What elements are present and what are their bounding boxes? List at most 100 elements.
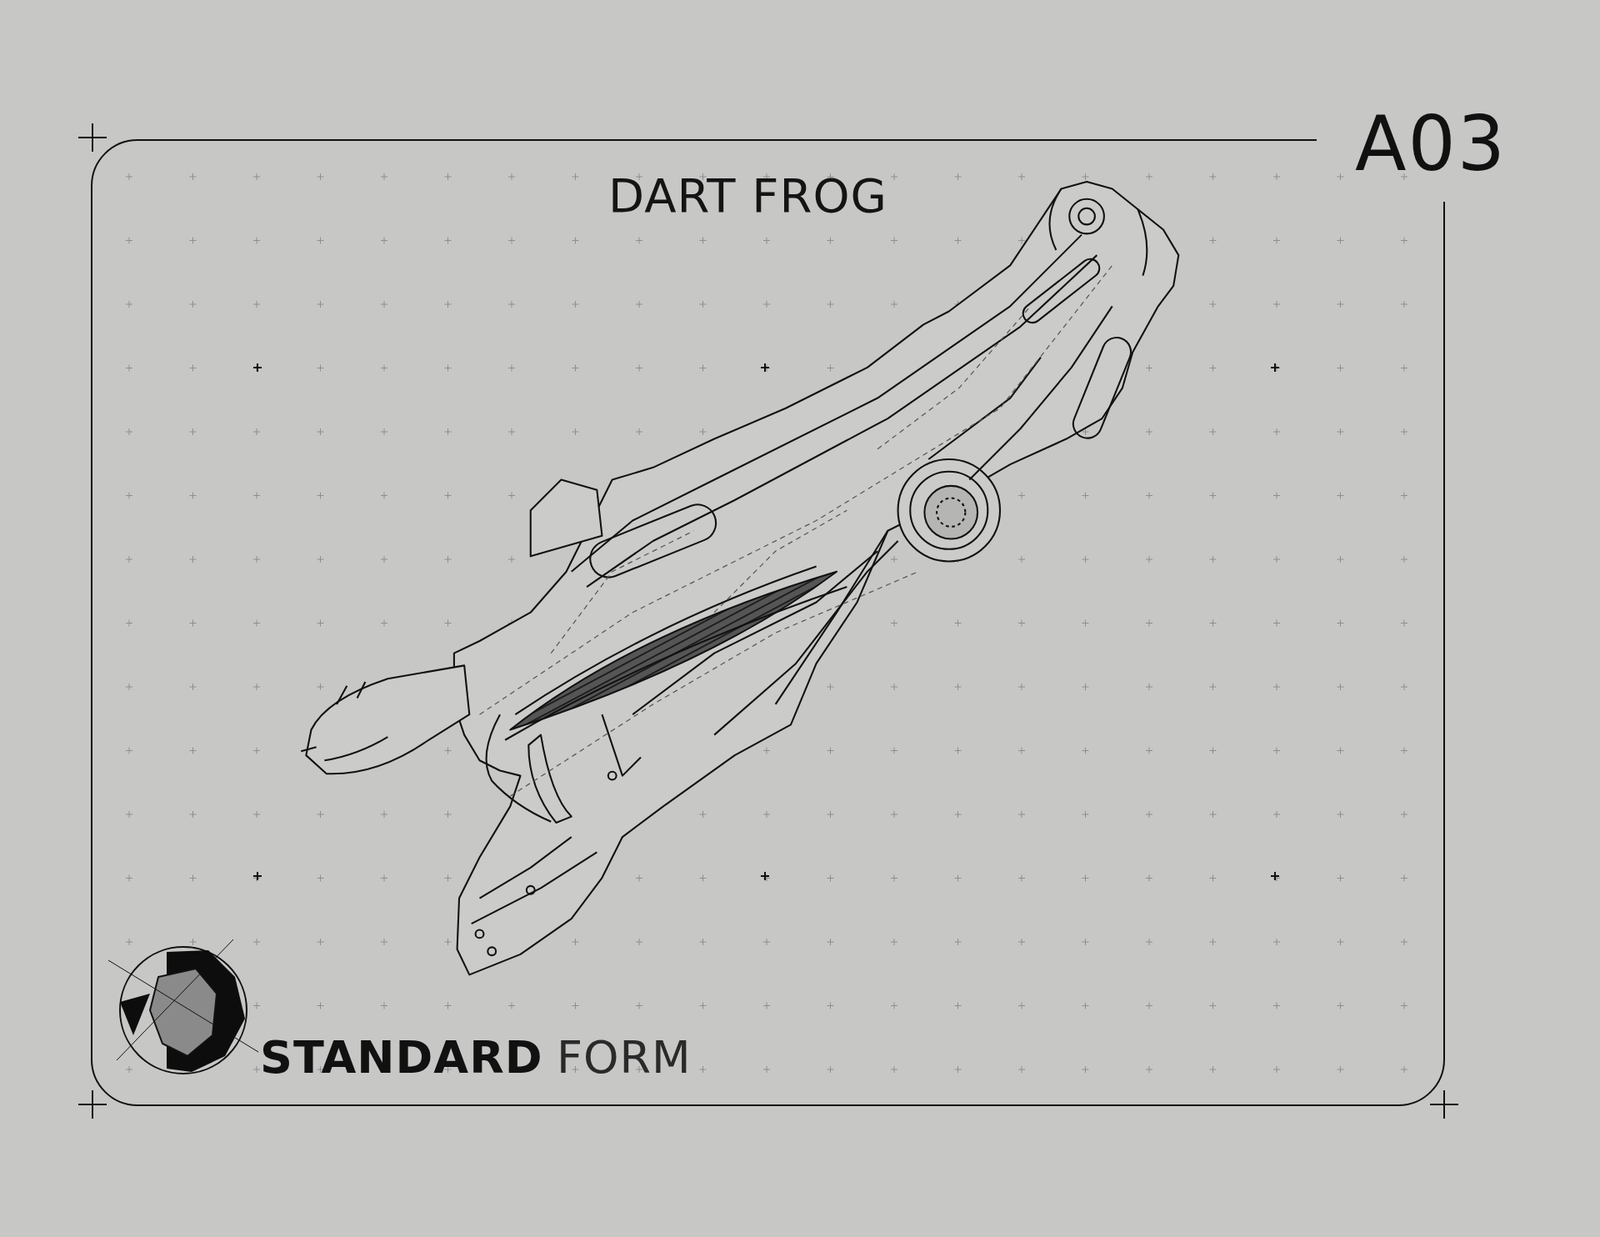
grid-cross	[635, 365, 643, 372]
grid-cross	[1270, 363, 1280, 372]
grid-cross	[827, 365, 835, 372]
grid-cross	[700, 875, 707, 882]
grid-cross	[1210, 1002, 1217, 1010]
grid-cross	[445, 810, 452, 818]
grid-cross	[317, 237, 325, 245]
grid-cross	[763, 300, 770, 308]
grid-cross	[445, 620, 452, 627]
grid-cross	[955, 1002, 962, 1010]
grid-cross	[1337, 938, 1345, 945]
grid-cross	[190, 683, 197, 690]
grid-cross	[380, 938, 388, 945]
grid-cross	[125, 173, 133, 180]
grid-cross	[125, 683, 133, 690]
grid-cross	[1018, 620, 1025, 627]
grid-cross	[1273, 555, 1280, 563]
grid-cross	[1145, 555, 1153, 563]
grid-cross	[445, 938, 452, 945]
grid-cross	[890, 747, 898, 755]
grid-cross	[1018, 747, 1025, 755]
grid-cross	[1273, 938, 1280, 945]
grid-cross	[190, 620, 197, 627]
grid-cross	[700, 1002, 707, 1010]
grid-cross	[380, 1002, 388, 1010]
grid-cross	[1145, 365, 1153, 372]
grid-cross	[955, 237, 962, 245]
grid-cross	[572, 938, 580, 945]
grid-cross	[763, 1002, 770, 1010]
grid-cross	[1210, 428, 1217, 435]
grid-cross	[508, 555, 515, 563]
grid-cross	[827, 747, 835, 755]
grid-cross	[380, 555, 388, 563]
grid-cross	[1145, 810, 1153, 818]
grid-cross	[508, 428, 515, 435]
faction-emblem	[108, 939, 259, 1074]
grid-cross	[572, 237, 580, 245]
grid-cross	[253, 810, 260, 818]
grid-cross	[317, 683, 325, 690]
grid-cross	[1082, 875, 1090, 882]
grid-cross	[1273, 237, 1280, 245]
grid-cross	[1210, 875, 1217, 882]
grid-cross	[827, 300, 835, 308]
grid-cross	[1337, 428, 1345, 435]
grid-cross	[1273, 428, 1280, 435]
grid-cross	[508, 300, 515, 308]
grid-cross	[635, 875, 643, 882]
grid-cross	[190, 428, 197, 435]
grid-cross	[1210, 747, 1217, 755]
grid-cross	[253, 363, 262, 372]
grid-cross	[190, 237, 197, 245]
grid-cross	[890, 1002, 898, 1010]
grid-cross	[1337, 237, 1345, 245]
grid-cross	[317, 875, 325, 882]
grid-cross	[1082, 810, 1090, 818]
grid-cross	[1400, 555, 1408, 563]
grid-cross	[1145, 683, 1153, 690]
grid-cross	[253, 300, 260, 308]
grid-cross	[635, 237, 643, 245]
grid-cross	[890, 683, 898, 690]
grid-cross	[190, 365, 197, 372]
grid-cross	[890, 555, 898, 563]
grid-cross	[1273, 1002, 1280, 1010]
grid-cross	[1210, 300, 1217, 308]
grid-cross	[1337, 300, 1345, 308]
grid-cross	[827, 683, 835, 690]
grid-cross	[763, 747, 770, 755]
grid-cross	[1273, 492, 1280, 500]
grid-cross	[955, 810, 962, 818]
grid-cross	[125, 365, 133, 372]
grid-cross	[445, 875, 452, 882]
grid-cross	[125, 747, 133, 755]
grid-cross	[1273, 810, 1280, 818]
grid-crosses	[125, 173, 1408, 1073]
grid-cross	[445, 173, 452, 180]
grid-cross	[125, 810, 133, 818]
grid-cross	[380, 875, 388, 882]
grid-cross	[890, 938, 898, 945]
grid-cross	[253, 620, 260, 627]
grid-cross	[1400, 938, 1408, 945]
grid-cross	[380, 300, 388, 308]
grid-cross	[1145, 1065, 1153, 1073]
grid-cross	[253, 683, 260, 690]
grid-cross	[125, 1065, 133, 1073]
grid-cross	[700, 237, 707, 245]
grid-cross	[445, 300, 452, 308]
grid-cross	[125, 237, 133, 245]
grid-cross	[763, 1065, 770, 1073]
grid-cross	[635, 300, 643, 308]
grid-cross	[125, 492, 133, 500]
grid-cross	[1400, 1002, 1408, 1010]
grid-cross	[1400, 683, 1408, 690]
grid-cross	[763, 938, 770, 945]
grid-cross	[1082, 555, 1090, 563]
grid-cross	[890, 1065, 898, 1073]
grid-cross	[1018, 492, 1025, 500]
grid-cross	[445, 1002, 452, 1010]
grid-cross	[1082, 492, 1090, 500]
grid-cross	[700, 1065, 707, 1073]
grid-cross	[1210, 810, 1217, 818]
